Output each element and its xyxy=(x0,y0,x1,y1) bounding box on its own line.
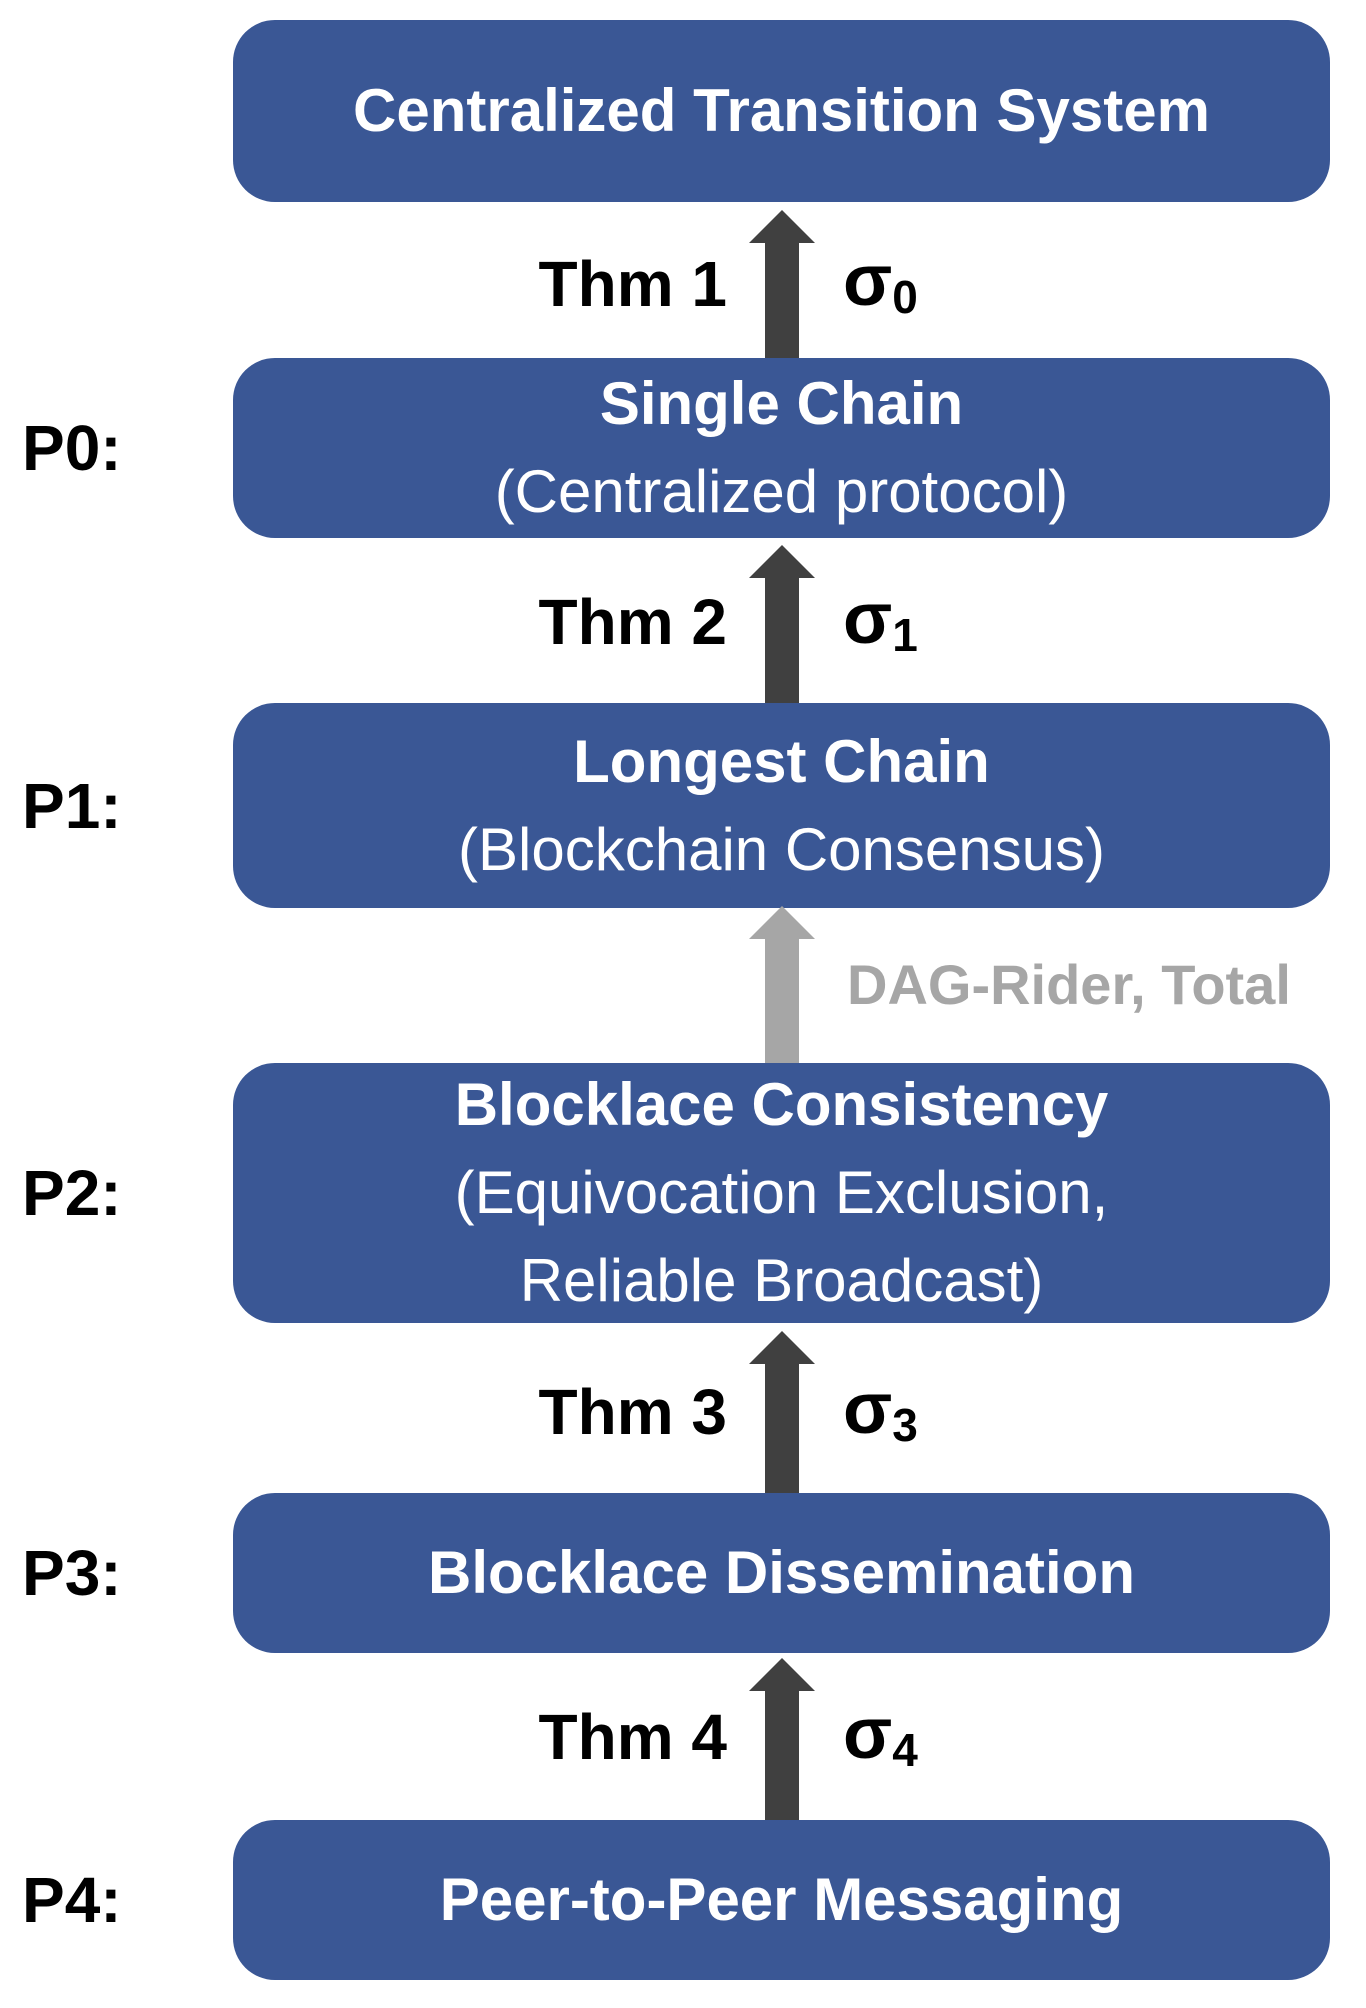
box-title: Blocklace Dissemination xyxy=(428,1539,1135,1606)
label-p0: P0: xyxy=(22,412,122,484)
sigma-symbol: σ xyxy=(843,1369,893,1449)
arrow-head xyxy=(749,545,815,578)
arrow-head xyxy=(749,1658,815,1691)
label-p1: P1: xyxy=(22,769,122,842)
box-subtitle: (Centralized protocol) xyxy=(494,458,1069,525)
label-sigma-0: σ0 xyxy=(843,236,918,334)
label-thm4: Thm 4 xyxy=(538,1701,727,1773)
box-title: Centralized Transition System xyxy=(353,77,1210,144)
arrow-shaft xyxy=(765,1363,799,1493)
box-longest-chain: Longest Chain (Blockchain Consensus) xyxy=(233,703,1330,908)
box-subtitle: (Equivocation Exclusion, xyxy=(454,1159,1109,1226)
arrow-shaft xyxy=(765,577,799,703)
label-sigma-1: σ1 xyxy=(843,574,918,672)
arrow-head xyxy=(749,1331,815,1364)
sigma-symbol: σ xyxy=(843,579,893,659)
arrow-shaft xyxy=(765,242,799,358)
box-subtitle: Reliable Broadcast) xyxy=(519,1247,1044,1314)
arrow-head xyxy=(749,906,815,939)
box-centralized-transition-system: Centralized Transition System xyxy=(233,20,1330,202)
arrow-head xyxy=(749,210,815,243)
sigma-subscript: 4 xyxy=(892,1724,918,1777)
arrow-shaft xyxy=(765,1690,799,1820)
sigma-symbol: σ xyxy=(843,241,893,321)
box-title: Longest Chain xyxy=(573,727,990,795)
label-p2: P2: xyxy=(22,1157,122,1229)
label-p3: P3: xyxy=(22,1537,122,1609)
label-sigma-3: σ3 xyxy=(843,1364,918,1462)
label-sigma-4: σ4 xyxy=(843,1689,918,1787)
label-thm1: Thm 1 xyxy=(538,248,727,320)
label-thm2: Thm 2 xyxy=(538,586,727,658)
box-title: Peer-to-Peer Messaging xyxy=(439,1866,1124,1933)
sigma-subscript: 1 xyxy=(892,609,918,662)
box-single-chain: Single Chain (Centralized protocol) xyxy=(233,358,1330,538)
box-title: Single Chain xyxy=(599,370,964,437)
label-p4: P4: xyxy=(22,1864,122,1936)
sigma-subscript: 0 xyxy=(892,271,918,324)
box-blocklace-consistency: Blocklace Consistency (Equivocation Excl… xyxy=(233,1063,1330,1323)
sigma-subscript: 3 xyxy=(892,1399,918,1452)
box-blocklace-dissemination: Blocklace Dissemination xyxy=(233,1493,1330,1653)
arrow-shaft xyxy=(765,938,799,1063)
box-subtitle: (Blockchain Consensus) xyxy=(458,815,1105,883)
sigma-symbol: σ xyxy=(843,1694,893,1774)
box-peer-to-peer-messaging: Peer-to-Peer Messaging xyxy=(233,1820,1330,1980)
box-title: Blocklace Consistency xyxy=(454,1071,1109,1138)
label-thm3: Thm 3 xyxy=(538,1376,727,1448)
label-dag-rider-total: DAG-Rider, Total xyxy=(847,953,1291,1016)
